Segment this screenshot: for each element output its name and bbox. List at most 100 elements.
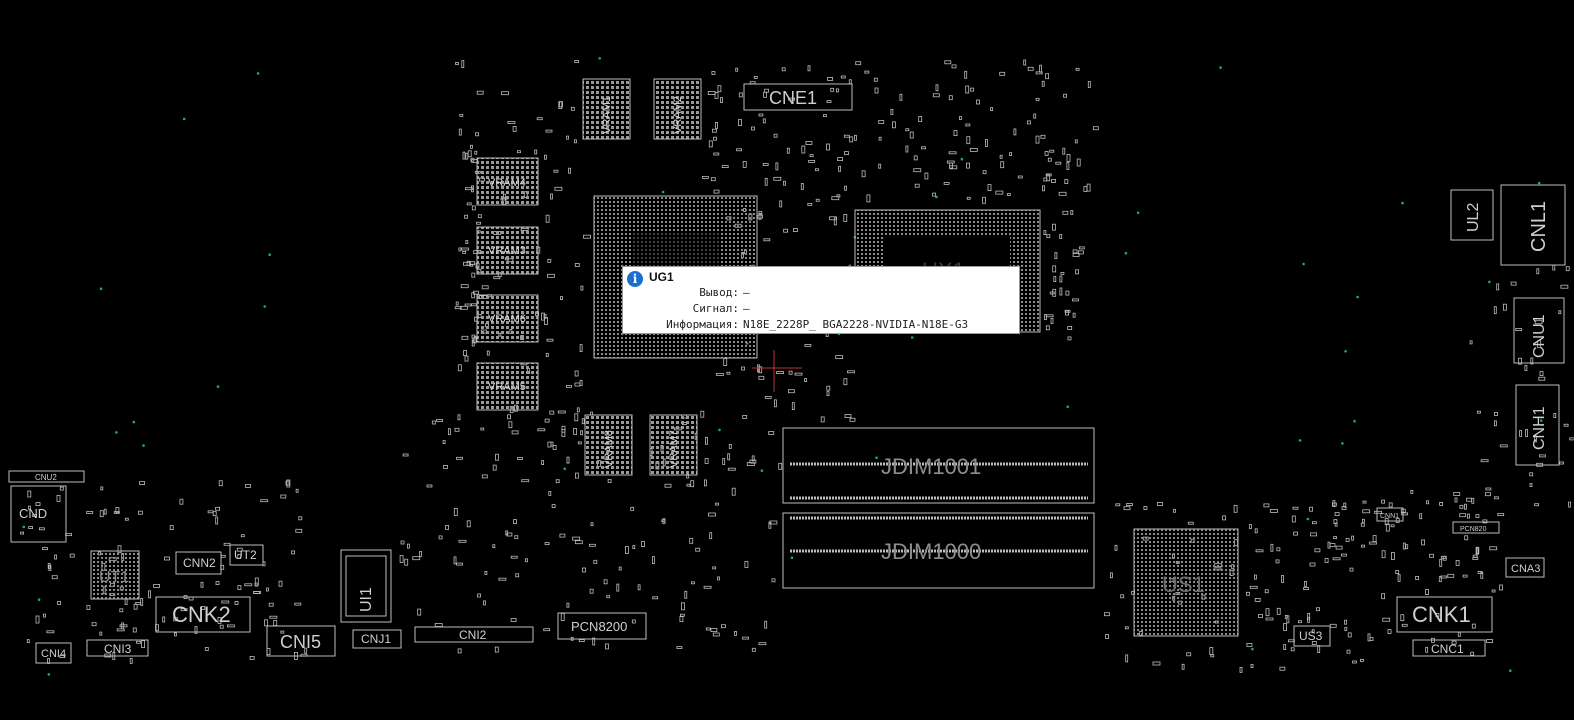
smd-part xyxy=(501,91,509,96)
chip-vram1[interactable]: VRAM1 xyxy=(582,78,631,140)
via xyxy=(598,57,601,60)
via xyxy=(1539,419,1543,422)
smd-part xyxy=(1385,523,1390,532)
chip-vram4[interactable]: VRAM4 xyxy=(476,157,539,206)
smd-part xyxy=(86,511,94,514)
chip-us1-pch[interactable]: US1 xyxy=(1133,528,1239,637)
smd-part xyxy=(708,512,716,517)
smd-part xyxy=(534,149,538,155)
smd-part xyxy=(1265,608,1270,617)
smd-part xyxy=(826,100,832,103)
chip-ut2[interactable]: UT2 xyxy=(229,544,264,566)
connector-cnl1[interactable]: CNL1 xyxy=(1500,184,1566,266)
smd-part xyxy=(1497,513,1505,516)
via xyxy=(661,190,665,194)
smd-part xyxy=(779,200,783,208)
smd-part xyxy=(710,177,716,182)
smd-part xyxy=(1258,614,1263,618)
connector-cni4[interactable]: CNI4 xyxy=(35,642,72,664)
smd-part xyxy=(713,152,720,156)
tooltip-row-value: N18E_2228P_ BGA2228-NVIDIA-N18E-G3 xyxy=(743,318,969,331)
via xyxy=(47,673,51,676)
smd-part xyxy=(1369,637,1374,641)
smd-part xyxy=(589,588,594,594)
connector-cne1[interactable]: CNE1 xyxy=(743,83,853,111)
chip-ui1[interactable]: UI1 xyxy=(340,549,392,623)
smd-part xyxy=(1489,546,1498,551)
smd-part xyxy=(1105,634,1109,639)
connector-cnd[interactable]: CND xyxy=(10,485,67,543)
connector-cna3[interactable]: CNA3 xyxy=(1505,557,1545,578)
slot-jdim1000[interactable]: JDIM1000 xyxy=(782,512,1095,589)
via xyxy=(22,525,26,529)
connector-cnu1[interactable]: CNU1 xyxy=(1513,297,1565,364)
smd-part xyxy=(721,165,729,169)
smd-part xyxy=(788,389,795,394)
connector-cnj1[interactable]: CNJ1 xyxy=(352,629,402,649)
chip-ul2[interactable]: UL2 xyxy=(1450,189,1494,241)
smd-part xyxy=(278,580,283,587)
chip-vram2[interactable]: VRAM2 xyxy=(653,78,702,140)
smd-part xyxy=(498,577,507,581)
chip-ut1[interactable]: UT1 xyxy=(90,550,140,600)
smd-part xyxy=(1333,536,1337,539)
connector-cni3[interactable]: CNI3 xyxy=(86,639,149,657)
smd-part xyxy=(291,550,296,555)
smd-part xyxy=(583,234,591,239)
smd-part xyxy=(616,583,620,592)
smd-part xyxy=(119,608,124,613)
tooltip-row-signal: Сигнал: — xyxy=(623,302,1021,317)
connector-cnc1[interactable]: CNC1 xyxy=(1412,639,1486,657)
chip-vram7[interactable]: VRAM7 xyxy=(649,414,698,476)
smd-part xyxy=(547,258,552,263)
smd-part xyxy=(804,378,807,383)
connector-cnk1[interactable]: CNK1 xyxy=(1396,596,1493,633)
smd-part xyxy=(606,595,611,599)
smd-part xyxy=(1254,528,1258,534)
smd-part xyxy=(1464,535,1469,541)
connector-cnu2[interactable]: CNU2 xyxy=(8,470,85,483)
smd-part xyxy=(580,430,583,436)
smd-part xyxy=(1362,509,1371,514)
smd-part xyxy=(124,517,129,521)
smd-part xyxy=(1042,185,1045,192)
smd-part xyxy=(1072,253,1080,257)
smd-part xyxy=(86,605,91,610)
connector-cnk2[interactable]: CNK2 xyxy=(155,596,251,633)
via xyxy=(263,305,267,308)
smd-part xyxy=(995,190,1004,195)
connector-cnn2[interactable]: CNN2 xyxy=(175,551,222,575)
connector-cnh1[interactable]: CNH1 xyxy=(1515,384,1560,466)
connector-pcn820[interactable]: PCN820 xyxy=(1452,521,1500,534)
slot-jdim1001[interactable]: JDIM1001 xyxy=(782,427,1095,504)
smd-part xyxy=(466,520,471,528)
smd-part xyxy=(51,575,58,580)
connector-label-pcn8200: PCN8200 xyxy=(571,619,627,634)
chip-vram6[interactable]: VRAM6 xyxy=(476,294,539,343)
connector-cnn1[interactable]: CNN1 xyxy=(1376,507,1404,522)
chip-vram5[interactable]: VRAM5 xyxy=(476,362,539,411)
smd-part xyxy=(948,95,953,101)
connector-cni5[interactable]: CNI5 xyxy=(266,625,336,657)
smd-part xyxy=(1304,581,1307,587)
smd-part xyxy=(399,555,404,563)
smd-part xyxy=(566,456,570,464)
smd-part xyxy=(1051,178,1056,183)
smd-part xyxy=(459,114,464,117)
smd-part xyxy=(480,427,485,431)
chip-vram3[interactable]: VRAM3 xyxy=(476,226,539,275)
connector-pcn8200[interactable]: PCN8200 xyxy=(557,612,647,640)
smd-part xyxy=(1475,546,1479,555)
connector-cni2[interactable]: CNI2 xyxy=(414,626,534,643)
chip-us3[interactable]: US3 xyxy=(1293,625,1331,647)
smd-part xyxy=(574,60,580,63)
chip-vram8[interactable]: VRAM8 xyxy=(584,414,633,476)
smd-part xyxy=(1454,497,1458,503)
smd-part xyxy=(1515,328,1523,332)
smd-part xyxy=(544,542,550,545)
smd-part xyxy=(59,486,64,491)
smd-part xyxy=(57,601,61,605)
smd-part xyxy=(716,372,724,376)
smd-part xyxy=(753,76,758,79)
